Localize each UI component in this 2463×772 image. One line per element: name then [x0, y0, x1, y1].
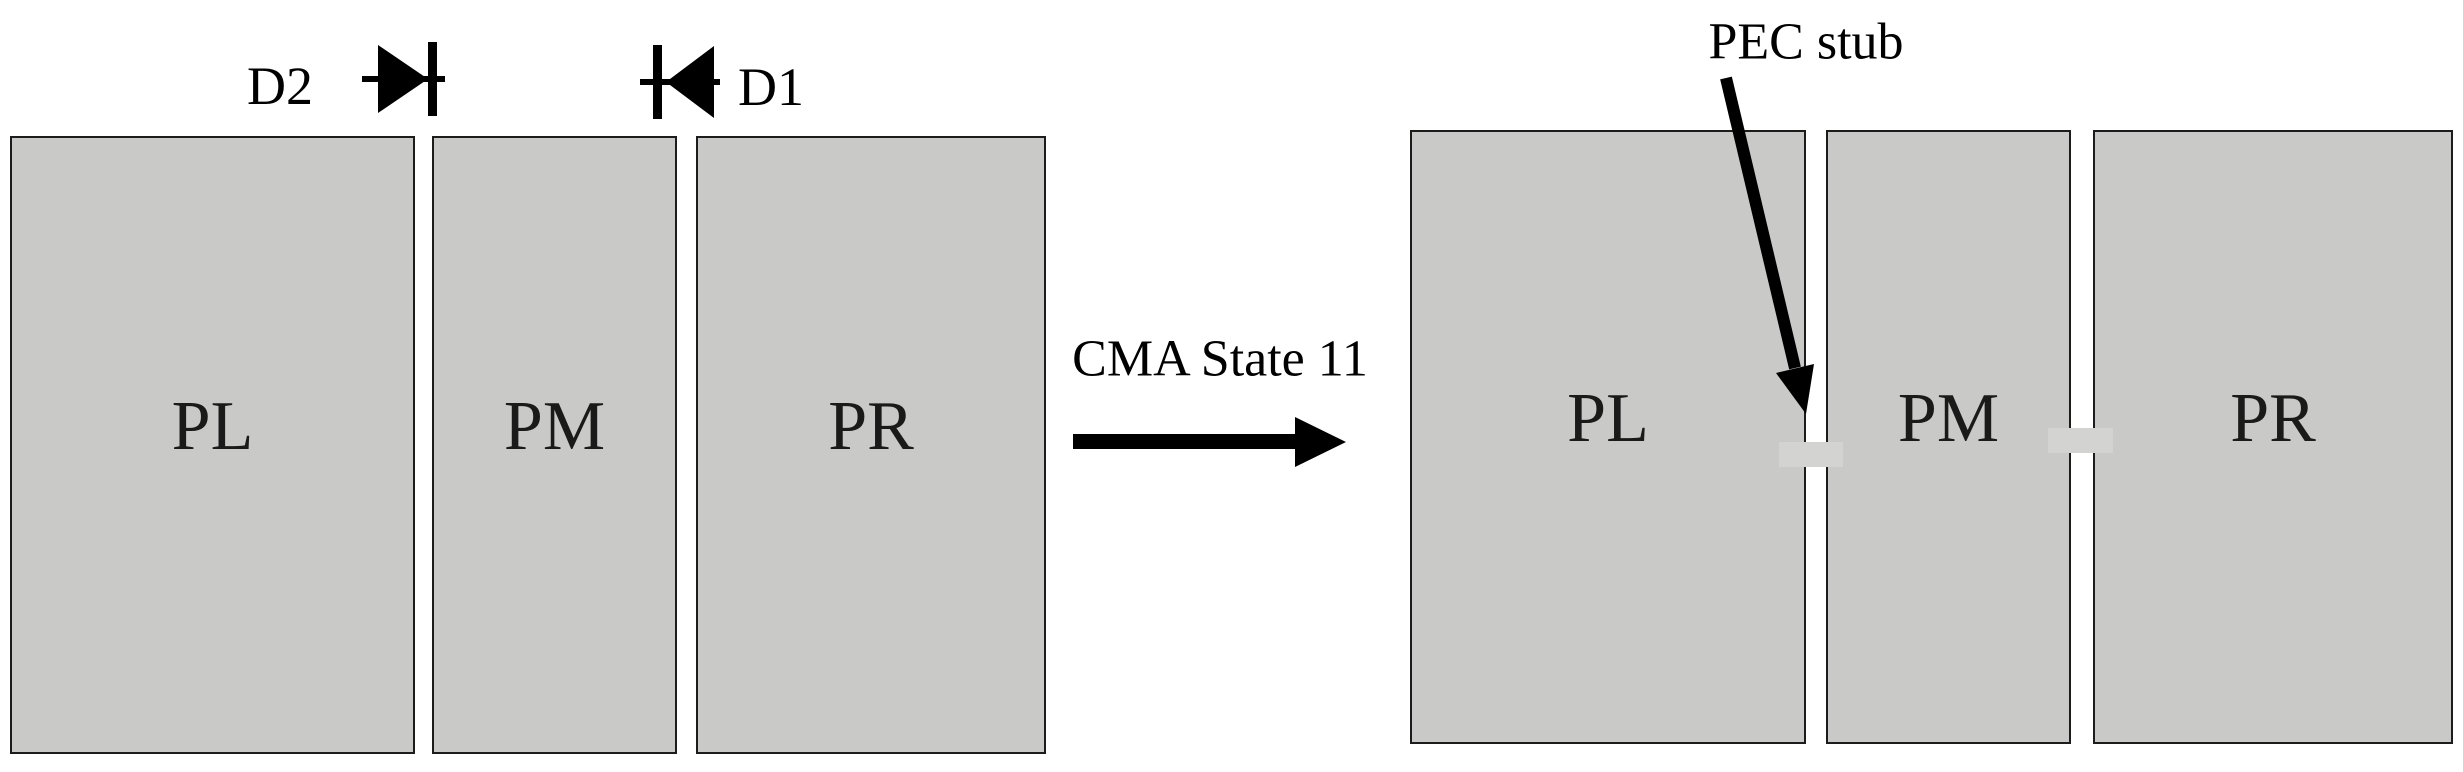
- before-patch-pr-label: PR: [828, 387, 914, 465]
- after-patch-pm-label: PM: [1897, 379, 2000, 457]
- before-patch-pm-label: PM: [503, 387, 606, 465]
- before-patch-pr: PR: [696, 136, 1046, 754]
- diode-d1-icon: [640, 45, 720, 119]
- pec-stub-left: [1779, 442, 1843, 467]
- after-patch-pr-label: PR: [2230, 379, 2316, 457]
- diode-d2-label: D2: [247, 56, 313, 116]
- before-patch-pl: PL: [10, 136, 415, 754]
- after-patch-pr: PR: [2093, 130, 2453, 744]
- diode-d2-icon: [362, 42, 445, 116]
- after-patch-pl-label: PL: [1567, 379, 1649, 457]
- transition-label: CMA State 11: [1072, 330, 1368, 388]
- after-patch-pl: PL: [1410, 130, 1806, 744]
- after-patch-pm: PM: [1826, 130, 2071, 744]
- pec-stub-right: [2048, 428, 2113, 453]
- transition-arrow-icon: [1073, 417, 1346, 467]
- before-patch-pl-label: PL: [171, 387, 254, 465]
- before-patch-pm: PM: [432, 136, 677, 754]
- diode-d1-label: D1: [738, 57, 804, 117]
- pec-stub-label: PEC stub: [1708, 13, 1904, 71]
